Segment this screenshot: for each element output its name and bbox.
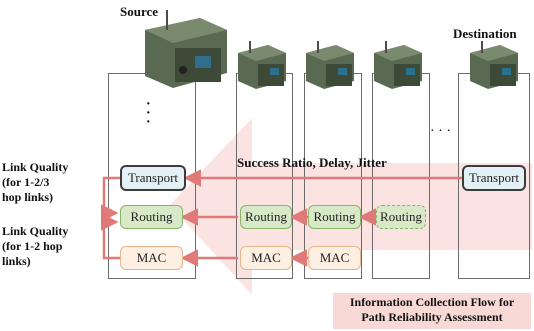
radio-device-icon: [306, 41, 354, 89]
source-transport: Transport: [120, 165, 186, 191]
source-routing: Routing: [120, 205, 183, 229]
flow-caption: Information Collection Flow for Path Rel…: [333, 293, 531, 329]
link-quality-label-1: Link Quality (for 1-2/3 hop links): [2, 160, 69, 204]
metrics-label: Success Ratio, Delay, Jitter: [237, 155, 387, 170]
relay-1-mac: MAC: [240, 246, 292, 270]
link-quality-label-2: Link Quality (for 1-2 hop links): [2, 224, 69, 268]
radio-device-icon: [374, 41, 422, 89]
radio-device-icon: [238, 41, 286, 89]
relay-2-routing: Routing: [308, 205, 361, 229]
relay-1-routing: Routing: [240, 205, 292, 229]
horizontal-ellipsis: · · ·: [430, 124, 451, 139]
source-mac: MAC: [120, 246, 183, 270]
destination-title: Destination: [453, 26, 517, 41]
source-title: Source: [120, 4, 159, 19]
radio-device-icon: [145, 10, 227, 88]
relay-3-routing: Routing: [376, 205, 426, 229]
left-loop-mac: [101, 213, 120, 260]
left-loop-transport: [101, 176, 120, 222]
relay-2-mac: MAC: [308, 246, 361, 270]
vertical-ellipsis: · · ·: [146, 97, 151, 130]
destination-transport: Transport: [462, 165, 526, 191]
radio-device-icon: [470, 41, 518, 89]
